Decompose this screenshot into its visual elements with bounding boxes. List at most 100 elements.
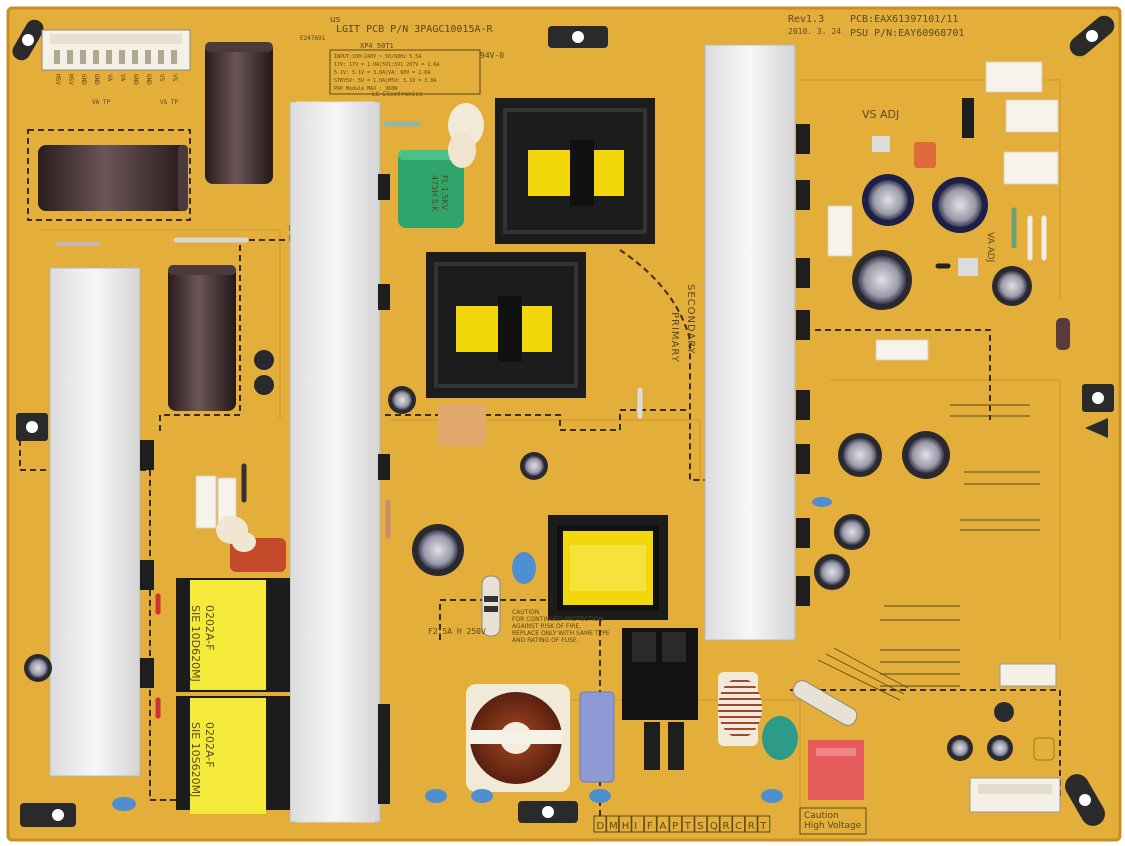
spec-line: PDP Module MAX : 360W <box>334 86 398 92</box>
vs-adj-label: VS ADJ <box>862 108 899 121</box>
bulk-capacitor <box>205 42 273 184</box>
ul-mark: us <box>330 15 341 25</box>
diag-box <box>744 815 758 833</box>
heatsink <box>49 267 141 777</box>
spec-line: STBY5V: 5V = 1.0A|M5V: 5.1V = 3.0A <box>334 78 436 84</box>
pin-label: VS <box>158 74 165 82</box>
diag-letter: F <box>647 821 653 832</box>
filter-label: 0202A-FSIE 10S620MJ <box>189 722 216 797</box>
diag-letter: P <box>672 821 678 832</box>
diag-box <box>669 815 683 833</box>
spec-line: 17V: 17V = 1.0A|5V1:5V1 207V = 1.6A <box>334 62 439 68</box>
film-cap-label: FL 1.5KV473H S.K <box>430 175 449 212</box>
diag-letter: R <box>748 821 755 832</box>
diag-box <box>732 815 746 833</box>
electrolytic-capacitors <box>24 174 1070 761</box>
trimmers <box>872 136 978 276</box>
pin-label: M5V <box>67 74 74 85</box>
diag-box <box>618 815 632 833</box>
ac-inlet <box>808 740 864 800</box>
small-connector <box>999 663 1057 687</box>
bulk-capacitor <box>168 265 236 411</box>
primary-label: PRIMARY <box>669 312 680 363</box>
diag-letter: T <box>684 821 692 832</box>
diag-box <box>656 815 670 833</box>
spec-line: INPUT:100~240V ~ 50/60Hz 5.5A <box>334 54 421 60</box>
psu-number: PSU P/N:EAY60968701 <box>850 28 964 39</box>
diag-box <box>631 815 645 833</box>
diag-box <box>694 815 708 833</box>
diag-box <box>719 815 733 833</box>
diag-box <box>593 815 607 833</box>
varistor <box>762 716 798 760</box>
red-capacitor <box>914 142 936 168</box>
diag-box <box>681 815 695 833</box>
pin-label: GND <box>80 74 87 85</box>
ceramic <box>1033 737 1055 761</box>
pin-label: M5V <box>54 74 61 85</box>
fuse <box>481 575 501 637</box>
vs-tp-label: VS TP <box>160 99 178 106</box>
diag-letter: T <box>759 821 767 832</box>
diag-box <box>606 815 620 833</box>
mounting-holes <box>12 15 1115 827</box>
ntc-coil <box>448 103 484 168</box>
diag-box <box>643 815 657 833</box>
diag-letter: Q <box>710 821 718 832</box>
ceramic-capacitors <box>112 497 832 811</box>
cement-resistors <box>195 61 1059 529</box>
secondary-label: SECONDARY <box>685 284 696 355</box>
pin-label: VS <box>171 74 178 82</box>
ul-file-number: E247691 <box>300 35 326 42</box>
transformer <box>495 98 655 244</box>
diag-letter: R <box>723 821 730 832</box>
pcb-number: PCB:EAX61397101/11 <box>850 14 958 25</box>
connector-pin-labels: M5V M5V GND GND VA VA GND GND VS VS <box>54 74 178 85</box>
bulk-capacitor <box>38 145 188 211</box>
diag-letter: H <box>622 821 630 832</box>
date-label: 2010. 3. 24 <box>788 27 841 36</box>
revision-label: Rev1.3 <box>788 14 824 25</box>
diag-box <box>706 815 720 833</box>
diag-letter: D <box>597 821 605 832</box>
spec-title: XP4_50T1 <box>360 42 394 50</box>
diag-letter: S <box>697 821 703 832</box>
pin-label: GND <box>145 74 152 85</box>
toroidal-inductor <box>466 684 570 792</box>
flammability-rating: 94V-0 <box>480 51 504 60</box>
ferrite-beads <box>216 516 256 552</box>
diag-letter: I <box>634 821 637 832</box>
transformer <box>548 515 668 620</box>
label-pad <box>438 404 486 446</box>
fuse-rating: F2.5A H 250V <box>428 627 486 636</box>
transformer <box>426 252 586 398</box>
va-adj-label: VA ADJ <box>985 232 995 262</box>
small-toroid <box>718 672 762 746</box>
diag-letter: M <box>609 821 618 832</box>
pcb-title: LGIT PCB P/N 3PAGC10015A-R <box>336 24 494 35</box>
x-capacitor <box>579 691 615 783</box>
line-filter <box>176 696 290 814</box>
diag-letter: C <box>735 821 742 832</box>
diag-box <box>757 815 771 833</box>
pin-label: VA <box>119 74 126 82</box>
spec-table: INPUT:100~240V ~ 50/60Hz 5.5A 17V: 17V = … <box>334 54 439 92</box>
power-switch <box>622 628 698 770</box>
pin-label: GND <box>93 74 100 85</box>
filter-label: 0202A-FSIE 10D620MJ <box>189 605 216 682</box>
pin-label: VA <box>106 74 113 82</box>
signal-connector <box>969 777 1061 813</box>
spec-line: 5.1V: 5.1V = 3.0A|VA: 60V = 2.0A <box>334 70 430 76</box>
power-transistors <box>140 98 974 804</box>
va-tp-label: VA TP <box>92 99 110 106</box>
pin-label: GND <box>132 74 139 85</box>
diag-letter: A <box>660 821 667 832</box>
small-components <box>55 121 1047 719</box>
